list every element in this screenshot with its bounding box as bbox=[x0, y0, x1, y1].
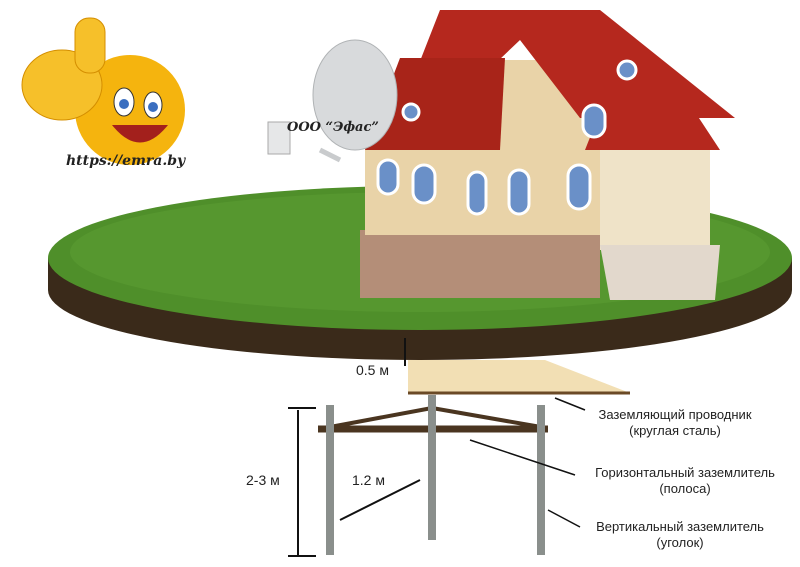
label-title: Заземляющий проводник bbox=[598, 407, 752, 422]
label-title: Вертикальный заземлитель bbox=[596, 519, 764, 534]
depth-label: 0.5 м bbox=[356, 362, 389, 378]
label-vertical-electrode: Вертикальный заземлитель (уголок) bbox=[575, 519, 785, 551]
grounding-structure bbox=[318, 395, 548, 555]
leader-lines bbox=[469, 397, 586, 528]
label-grounding-conductor: Заземляющий проводник (круглая сталь) bbox=[585, 407, 765, 439]
label-sub: (уголок) bbox=[656, 535, 704, 550]
trench bbox=[408, 360, 630, 393]
satellite-dish-icon bbox=[267, 39, 398, 163]
label-title: Горизонтальный заземлитель bbox=[595, 465, 775, 480]
label-sub: (круглая сталь) bbox=[629, 423, 721, 438]
thumbs-up-smiley-icon bbox=[21, 17, 185, 165]
company-name: ООО “Эфас” bbox=[287, 120, 379, 135]
spacing-label: 1.2 м bbox=[352, 472, 385, 488]
house bbox=[360, 10, 735, 300]
rod-length-label: 2-3 м bbox=[246, 472, 280, 488]
website-url: https://emra.by bbox=[66, 153, 186, 169]
label-horizontal-electrode: Горизонтальный заземлитель (полоса) bbox=[570, 465, 800, 497]
label-sub: (полоса) bbox=[659, 481, 711, 496]
dimension-arrows bbox=[288, 338, 421, 557]
